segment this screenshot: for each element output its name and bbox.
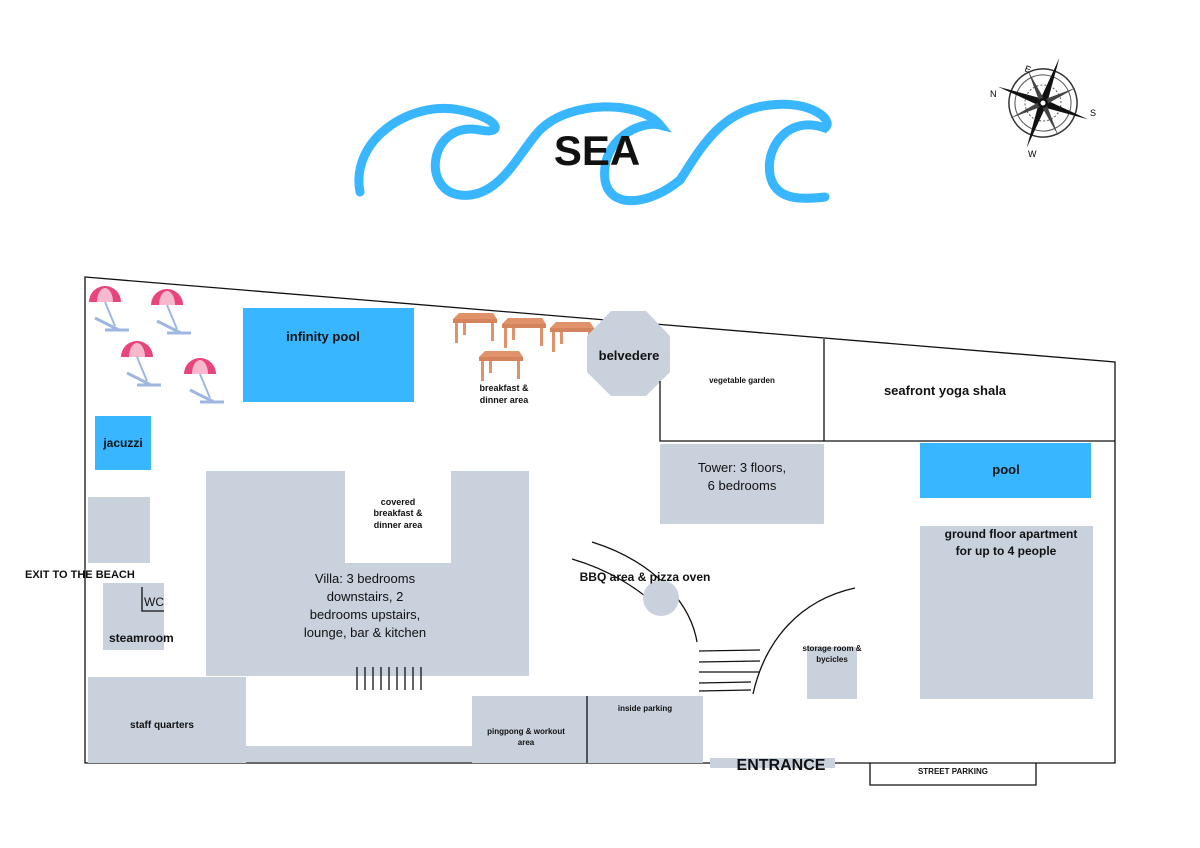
- staff-quarters: [88, 677, 246, 763]
- tower-label: Tower: 3 floors,: [698, 460, 786, 475]
- villa-label: downstairs, 2: [327, 589, 404, 604]
- umbrella-sunbed-icon: [119, 339, 163, 387]
- entrance-arc: [752, 587, 856, 695]
- apartment-label: for up to 4 people: [956, 544, 1057, 558]
- villa-label: bedrooms upstairs,: [310, 607, 421, 622]
- breakfast-area-label: breakfast &: [479, 383, 529, 393]
- sea-label: SEA: [554, 127, 640, 174]
- ground-floor-apartment: [920, 526, 1093, 699]
- tower-label: 6 bedrooms: [708, 478, 777, 493]
- belvedere-label: belvedere: [599, 348, 660, 363]
- covered-breakfast-label: breakfast &: [373, 508, 423, 518]
- wc-label: WC: [144, 595, 164, 609]
- street-parking: [869, 763, 1037, 786]
- street-parking-label: STREET PARKING: [918, 767, 988, 776]
- villa: [206, 471, 529, 676]
- garden-wall: [659, 381, 1115, 442]
- storage-label: bycicles: [816, 655, 848, 664]
- apartment-label: ground floor apartment: [945, 527, 1078, 541]
- steamroom: [103, 583, 164, 650]
- table-icon: [453, 313, 497, 343]
- infinity-pool: [243, 308, 414, 402]
- pingpong-label: pingpong & workout: [487, 727, 565, 736]
- exit-beach-label: EXIT TO THE BEACH: [25, 569, 135, 581]
- compass-e: E: [1023, 63, 1032, 74]
- jacuzzi: [95, 416, 151, 470]
- entrance-gate: [710, 758, 835, 768]
- belvedere: [587, 311, 670, 396]
- compass-w: W: [1028, 149, 1037, 159]
- wc-wall: [141, 587, 164, 612]
- entrance-label: ENTRANCE: [737, 757, 826, 774]
- steamroom-label: steamroom: [109, 631, 174, 645]
- pingpong-label: area: [518, 738, 535, 747]
- inside-parking-label: inside parking: [618, 704, 672, 713]
- covered-breakfast-label: dinner area: [374, 520, 424, 530]
- passage: [246, 746, 472, 762]
- vegetable-garden-label: vegetable garden: [709, 376, 775, 385]
- umbrella-sunbed-icon: [87, 284, 131, 332]
- table-icon: [479, 351, 523, 381]
- covered-breakfast-label: covered: [381, 497, 416, 507]
- compass-rose-icon: [997, 57, 1089, 149]
- yoga-shala-label: seafront yoga shala: [884, 383, 1007, 398]
- umbrella-sunbed-icon: [149, 287, 193, 335]
- pool: [920, 443, 1091, 498]
- sea-waves: [354, 99, 832, 206]
- beach-building: [88, 497, 150, 563]
- breakfast-area-label: dinner area: [480, 395, 530, 405]
- compass-n: N: [990, 89, 997, 99]
- infinity-pool-label: infinity pool: [286, 329, 360, 344]
- storage-room: [807, 647, 857, 699]
- villa-label: lounge, bar & kitchen: [304, 625, 426, 640]
- umbrella-sunbed-icon: [182, 356, 226, 404]
- villa-stairs: [356, 667, 422, 690]
- jacuzzi-label: jacuzzi: [102, 436, 142, 450]
- villa-label: Villa: 3 bedrooms: [315, 571, 416, 586]
- entrance-stairs: [698, 649, 761, 692]
- pizza-oven: [643, 580, 679, 616]
- pool-label: pool: [992, 462, 1019, 477]
- compass-s: S: [1090, 108, 1096, 118]
- tower: [660, 444, 824, 524]
- bbq-label: BBQ area & pizza oven: [580, 570, 711, 584]
- table-icon: [502, 318, 546, 348]
- storage-label: storage room &: [802, 644, 861, 653]
- staff-quarters-label: staff quarters: [130, 720, 194, 731]
- property-boundary: [84, 276, 1116, 764]
